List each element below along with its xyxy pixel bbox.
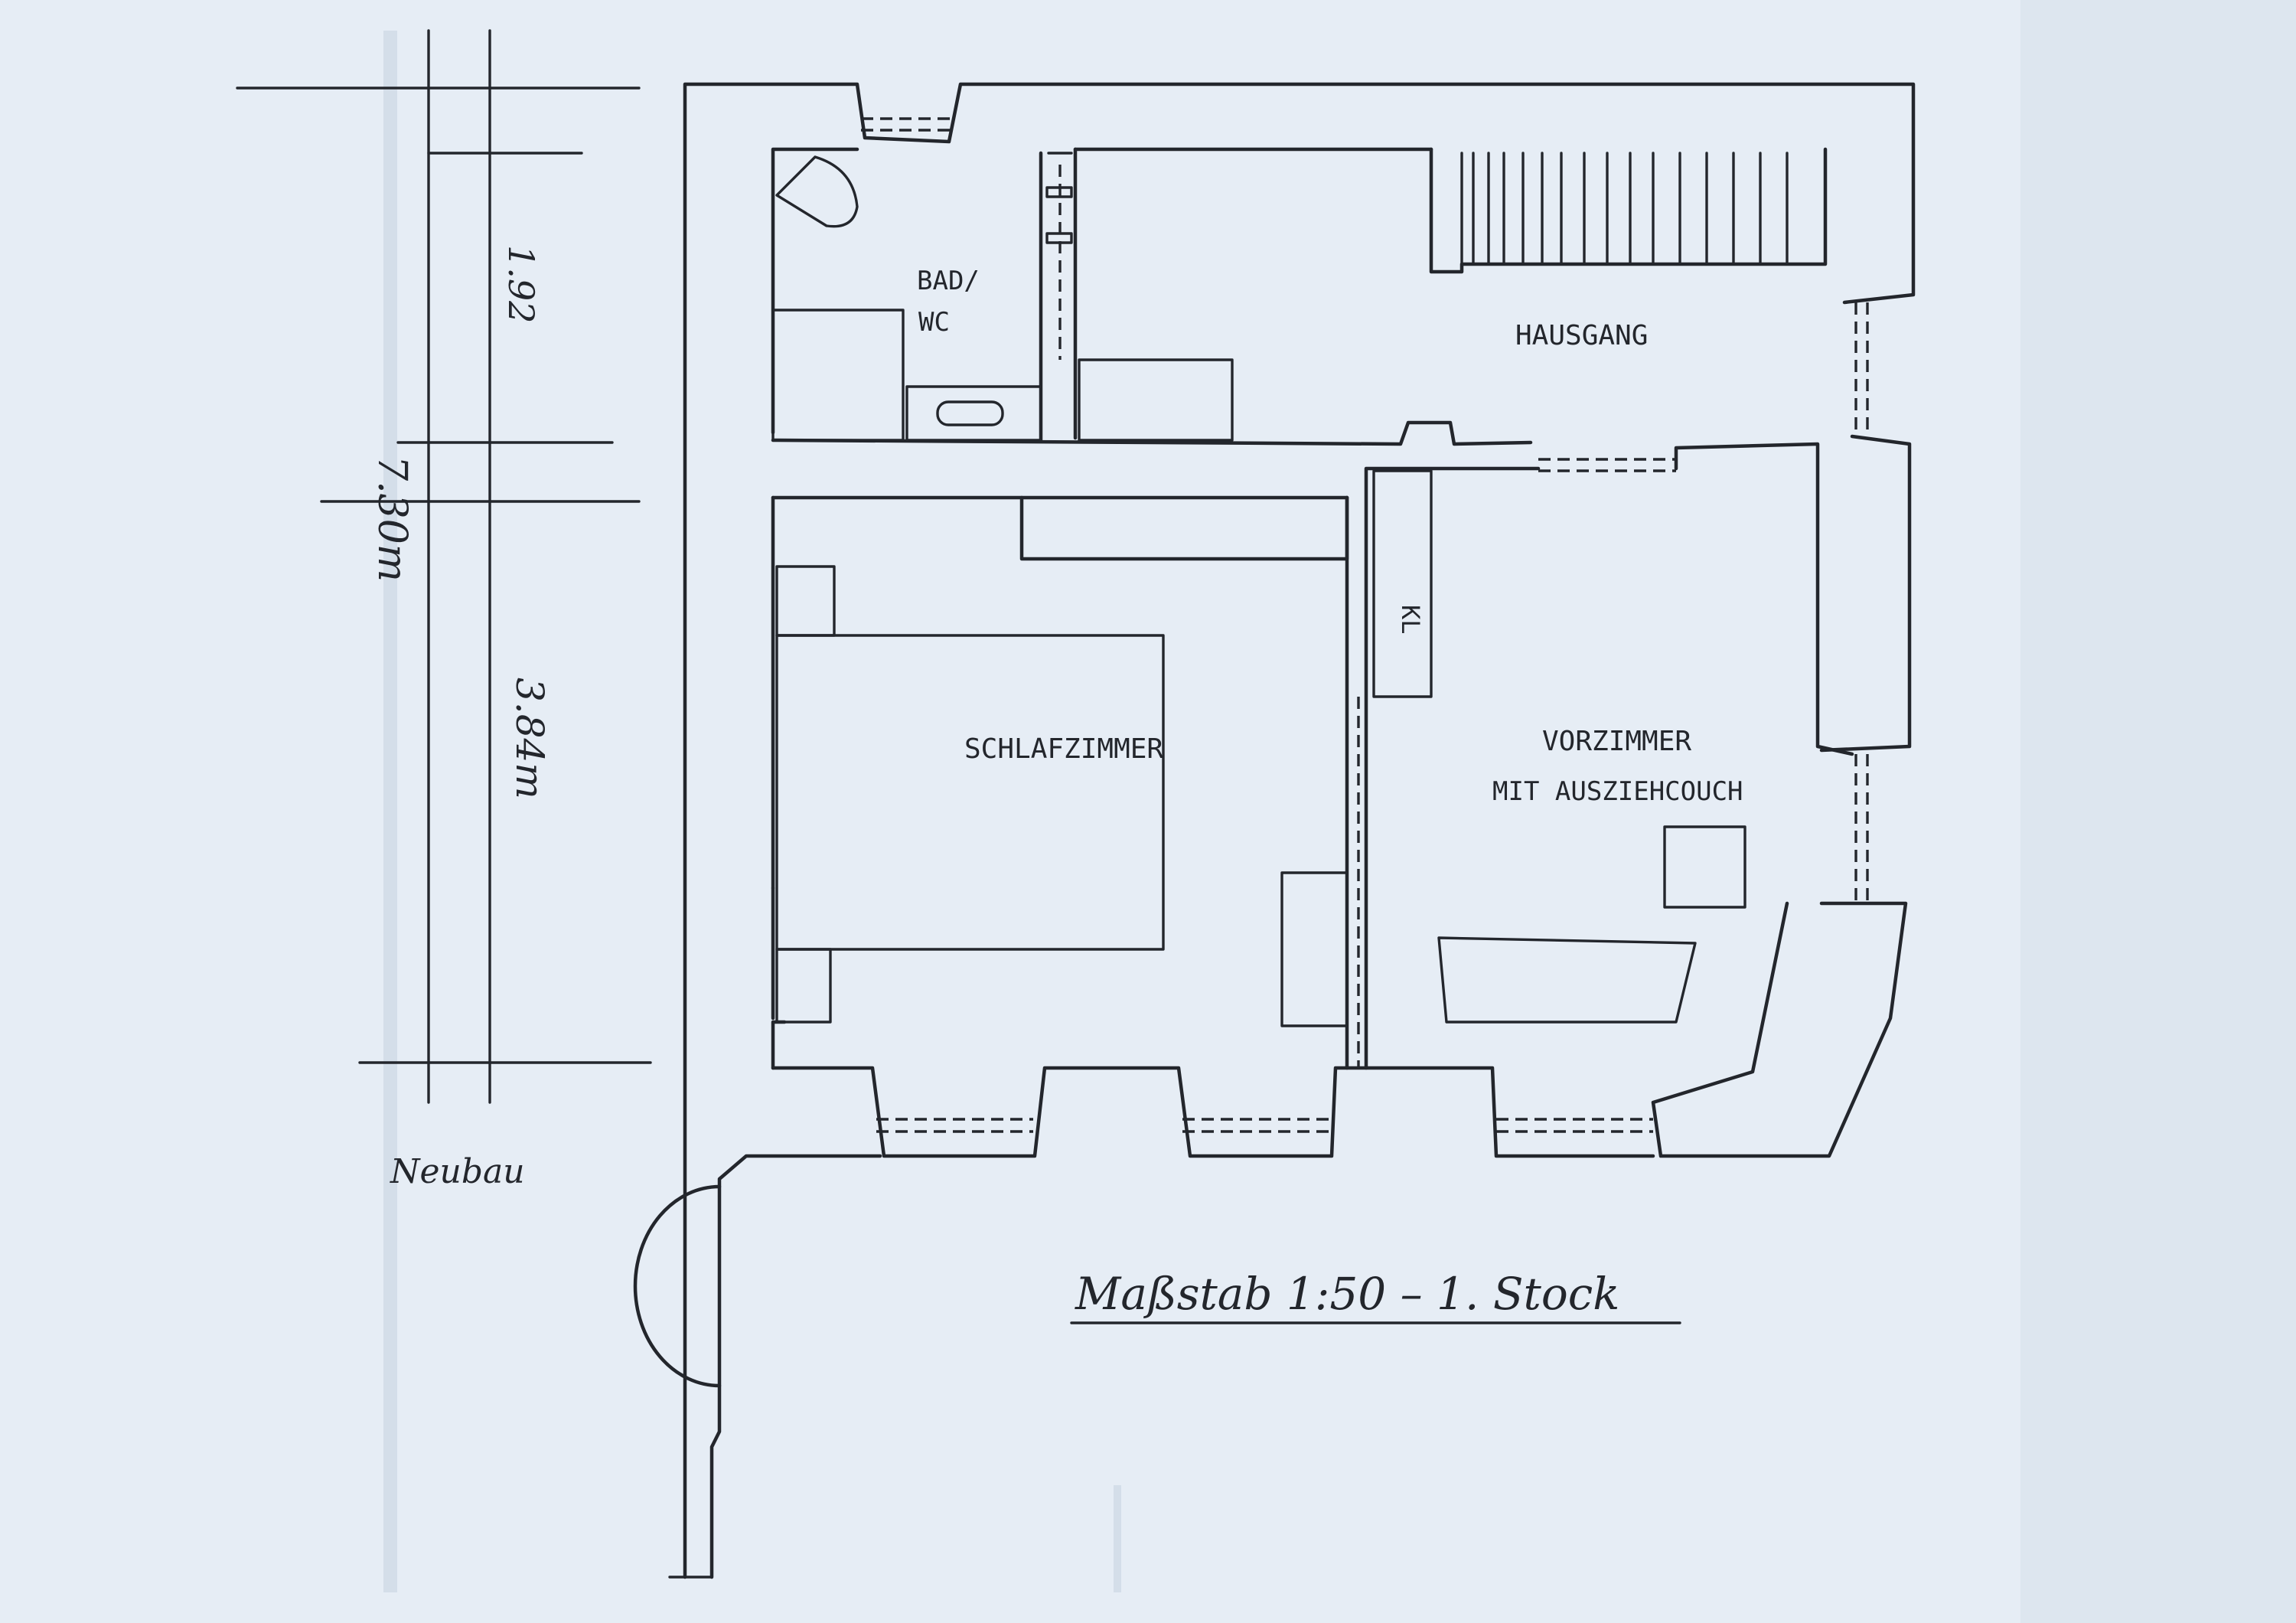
dimension-lines <box>236 29 652 1104</box>
neighbor-label: Neubau <box>390 1152 525 1191</box>
scale-caption: Maßstab 1:50 – 1. Stock <box>1075 1268 1619 1320</box>
dimension-lower: 3.84m <box>507 678 552 799</box>
room-label-wardrobe: KL <box>1396 605 1425 635</box>
outer-walls <box>633 82 1916 1579</box>
room-label-bath: BAD/ <box>917 266 980 296</box>
staircase <box>1429 147 1828 274</box>
dimension-upper: 1.92 <box>501 245 542 323</box>
room-label-hallway: HAUSGANG <box>1515 320 1648 351</box>
room-label-anteroom: VORZIMMER <box>1542 726 1691 757</box>
interior-walls <box>771 442 1854 1070</box>
dimension-total: 7.30m <box>369 456 415 582</box>
bathroom-walls <box>771 147 1533 446</box>
room-label-anteroom-couch: MIT AUSZIEHCOUCH <box>1492 776 1743 807</box>
window-dashes <box>861 117 1869 1133</box>
room-label-bedroom: SCHLAFZIMMER <box>964 733 1163 765</box>
room-label-wc: WC <box>918 307 950 338</box>
bleed-through-marks <box>383 0 2296 1623</box>
